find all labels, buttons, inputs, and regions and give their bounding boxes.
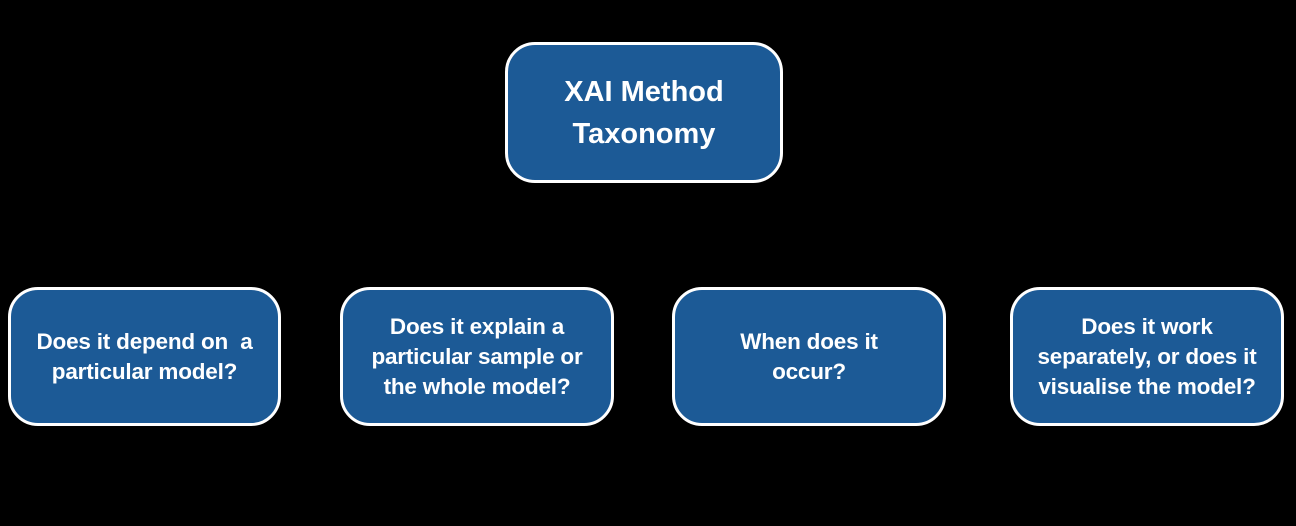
node-xai-method-taxonomy: XAI Method Taxonomy <box>505 42 783 183</box>
node-question-separate-or-visualise: Does it work separately, or does it visu… <box>1010 287 1284 426</box>
node-question-model-dependence: Does it depend on a particular model? <box>8 287 281 426</box>
node-question-when-does-it-occur: When does it occur? <box>672 287 946 426</box>
node-question-sample-or-whole-model: Does it explain a particular sample or t… <box>340 287 614 426</box>
